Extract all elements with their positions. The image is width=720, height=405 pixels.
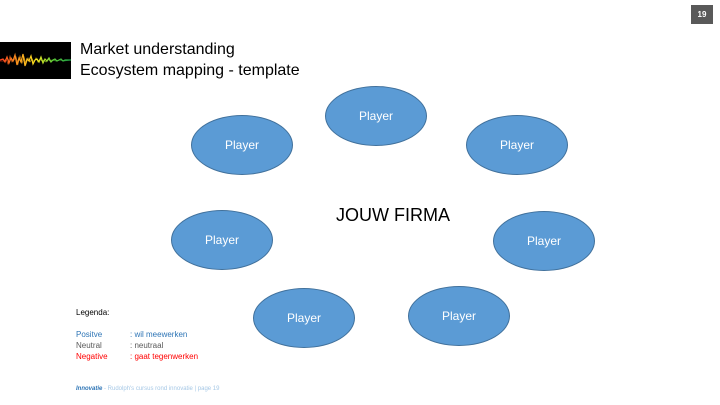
- company-center-label: JOUW FIRMA: [336, 205, 450, 225]
- footer-brand: Innovatie: [76, 386, 103, 392]
- waveform-logo-icon: [0, 42, 71, 79]
- legend-item-neutral: Neutral : neutraal: [76, 341, 163, 350]
- slide-subtitle: Ecosystem mapping - template: [80, 62, 300, 79]
- page-number-badge: 19: [691, 5, 713, 24]
- legend-item-negative: Negative : gaat tegenwerken: [76, 352, 198, 361]
- legend-description: : wil meewerken: [130, 330, 188, 339]
- player-ellipse-upper-left[interactable]: Player: [191, 115, 293, 175]
- footer-text: - Rudolph's cursus rond innovatie | page…: [102, 386, 220, 392]
- legend-term: Positve: [76, 330, 103, 339]
- player-ellipse-upper-right[interactable]: Player: [466, 115, 568, 175]
- legend-description: : neutraal: [130, 341, 164, 350]
- player-ellipse-lower-left[interactable]: Player: [253, 288, 355, 348]
- legend-description: : gaat tegenwerken: [130, 352, 199, 361]
- legend-title: Legenda:: [76, 308, 110, 317]
- player-ellipse-lower-right[interactable]: Player: [408, 286, 510, 346]
- player-ellipse-middle-right[interactable]: Player: [493, 211, 595, 271]
- player-ellipse-top[interactable]: Player: [325, 86, 427, 146]
- player-ellipse-middle-left[interactable]: Player: [171, 210, 273, 270]
- slide-title: Market understanding: [80, 41, 235, 58]
- legend-item-positive: Positve : wil meewerken: [76, 330, 187, 339]
- legend-term: Negative: [76, 352, 108, 361]
- legend-term: Neutral: [76, 341, 102, 350]
- slide-footer: Innovatie - Rudolph's cursus rond innova…: [76, 386, 219, 392]
